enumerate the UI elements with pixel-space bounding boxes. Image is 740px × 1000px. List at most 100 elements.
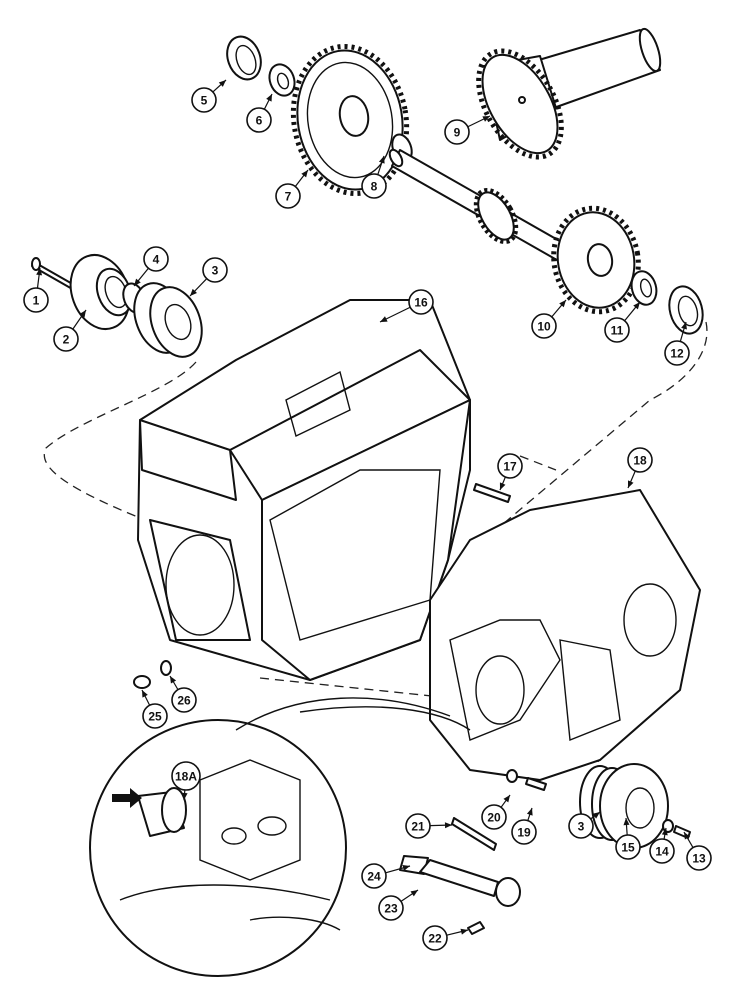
callout-c17: 17 [497, 453, 523, 479]
callout-c6: 6 [246, 107, 272, 133]
housing-16 [137, 299, 471, 681]
leader-arrow-c4 [134, 278, 141, 286]
leader-arrow-c25 [142, 690, 148, 698]
arrow-icon [112, 788, 142, 808]
callout-label-c7: 7 [285, 190, 292, 204]
leader-arrow-c22 [460, 928, 468, 935]
bolt-19 [525, 777, 547, 791]
callout-label-c4: 4 [153, 253, 160, 267]
leader-arrow-c16 [380, 316, 388, 322]
dowel-pin-17 [473, 483, 511, 503]
bolt-22 [467, 921, 485, 935]
callout-c16: 16 [408, 289, 434, 315]
leader-arrow-c1 [36, 268, 43, 276]
leader-arrow-c13 [684, 832, 691, 840]
callout-c19: 19 [511, 819, 537, 845]
callout-c23: 23 [378, 895, 404, 921]
callout-label-c9: 9 [454, 126, 461, 140]
callout-label-c11: 11 [611, 324, 624, 338]
callout-c8: 8 [361, 173, 387, 199]
leader-arrow-c19 [526, 808, 533, 816]
callout-label-c13: 13 [692, 852, 706, 866]
cover-18 [429, 489, 701, 781]
callout-label-c20: 20 [487, 811, 501, 825]
o-ring-26 [160, 660, 172, 676]
callout-label-c8: 8 [371, 180, 378, 194]
leader-arrow-c26 [170, 676, 177, 684]
leader-arrow-c3b [592, 812, 600, 819]
callout-circle-c14 [649, 838, 675, 864]
leader-arrow-c10 [559, 300, 566, 308]
bolt-21 [451, 817, 497, 851]
leader-arrow-c18a [181, 792, 188, 800]
callout-label-c5: 5 [201, 94, 208, 108]
callout-label-c23: 23 [384, 902, 398, 916]
callout-circle-c15 [615, 834, 641, 860]
leader-arrow-c5 [218, 80, 226, 87]
callout-circle-c9 [444, 119, 470, 145]
callout-circle-c10 [531, 313, 557, 339]
callout-c10: 10 [531, 313, 557, 339]
leader-arrow-c2 [79, 310, 86, 318]
callout-circle-c20 [481, 804, 507, 830]
callout-circle-c18 [627, 447, 653, 473]
leader-arrow-c6 [266, 94, 272, 102]
callout-circle-c16 [408, 289, 434, 315]
callout-circle-c8 [361, 173, 387, 199]
callout-label-c26: 26 [177, 694, 191, 708]
leader-arrow-c18 [628, 480, 634, 488]
leader-arrow-c8 [378, 156, 385, 164]
callout-circle-c13 [686, 845, 712, 871]
callout-c7: 7 [275, 183, 301, 209]
detail-view [89, 697, 471, 977]
callout-circle-c23 [378, 895, 404, 921]
leader-lines [36, 79, 694, 936]
callout-c15: 15 [615, 834, 641, 860]
callout-circle-c22 [422, 925, 448, 951]
callout-circle-c4 [143, 246, 169, 272]
callout-circle-c7 [275, 183, 301, 209]
callout-c1: 1 [23, 287, 49, 313]
callout-label-c1: 1 [33, 294, 40, 308]
bearing-cone-11 [630, 270, 658, 306]
callout-circle-c19 [511, 819, 537, 845]
bearing-cup-12 [668, 285, 704, 335]
callout-circle-c3b [568, 813, 594, 839]
callout-circle-c11 [604, 317, 630, 343]
bearing-cap-15 [599, 763, 669, 849]
callout-label-c3a: 3 [212, 264, 219, 278]
leader-arrow-c7 [301, 170, 308, 178]
callout-label-c6: 6 [256, 114, 263, 128]
leader-arrow-c21 [444, 822, 452, 829]
callout-c24: 24 [361, 863, 387, 889]
plug-25 [133, 675, 151, 689]
callout-c22: 22 [422, 925, 448, 951]
leader-arrow-c24 [402, 864, 410, 871]
callout-label-c2: 2 [63, 333, 70, 347]
callout-c18: 18 [627, 447, 653, 473]
breather-tube-23 [419, 859, 521, 907]
callout-c25: 25 [142, 703, 168, 729]
callout-circle-c24 [361, 863, 387, 889]
callout-label-c10: 10 [537, 320, 551, 334]
callout-label-c3b: 3 [578, 820, 585, 834]
callout-label-c18: 18 [633, 454, 647, 468]
callout-c2: 2 [53, 326, 79, 352]
leader-arrow-c14 [661, 828, 668, 836]
leader-arrow-c20 [503, 795, 510, 803]
callout-c21: 21 [405, 813, 431, 839]
leader-arrow-c9 [482, 116, 490, 122]
callout-c13: 13 [686, 845, 712, 871]
callout-label-c18a: 18A [175, 770, 197, 784]
bearing-cone-6 [268, 63, 296, 97]
callout-circle-c17 [497, 453, 523, 479]
callout-circle-c1 [23, 287, 49, 313]
callout-label-c22: 22 [428, 932, 442, 946]
callout-c26: 26 [171, 687, 197, 713]
callout-label-c25: 25 [148, 710, 162, 724]
leader-arrow-c12 [681, 322, 687, 330]
shims-3-left [133, 282, 203, 358]
callout-label-c14: 14 [655, 845, 669, 859]
